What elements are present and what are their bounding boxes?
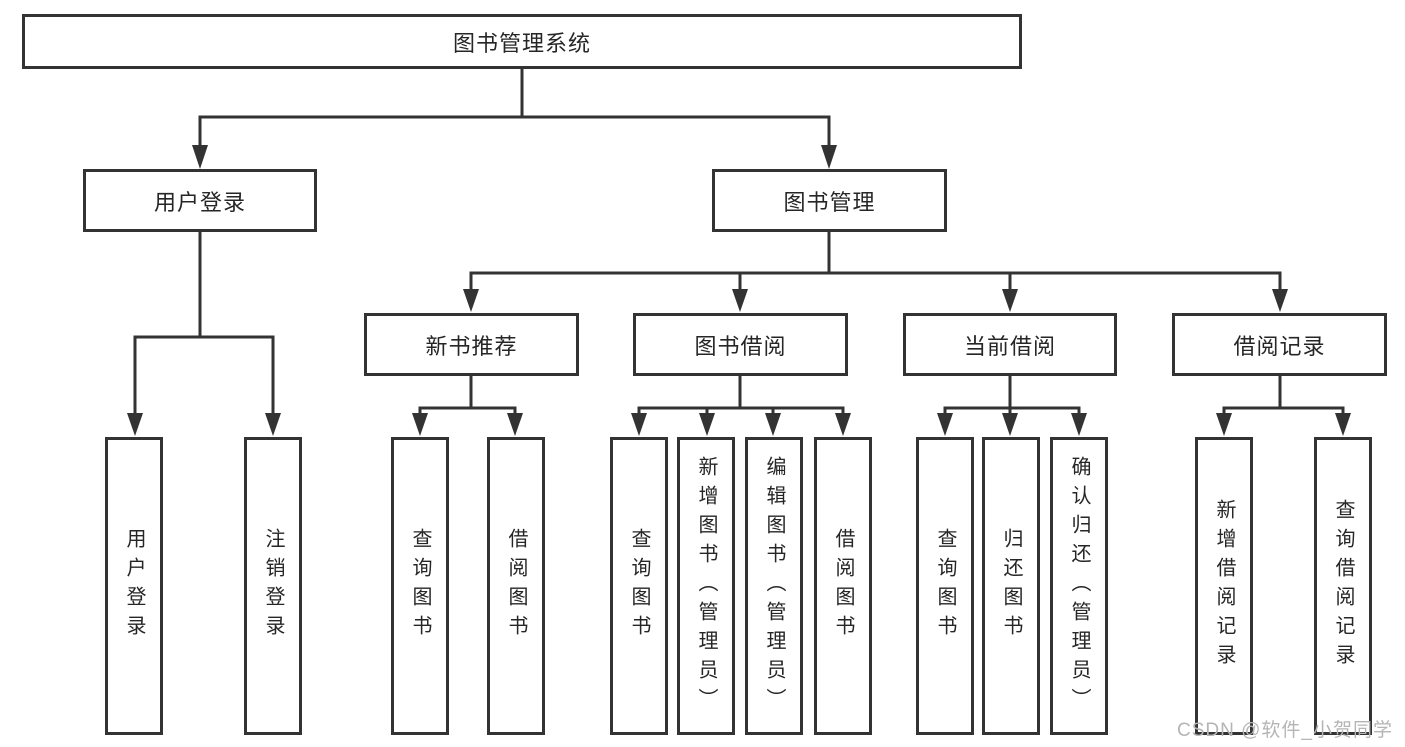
node-book-management: 图书管理	[712, 169, 947, 232]
connector-book-management	[469, 232, 1282, 292]
node-new-book-recommend: 新书推荐	[364, 313, 579, 376]
leaf-query-books-recommend: 查询图书	[391, 437, 449, 735]
arrow-down-icons	[127, 145, 1351, 436]
leaf-user-login: 用户登录	[105, 437, 163, 735]
leaf-query-borrow-record: 查询借阅记录	[1314, 437, 1372, 735]
leaf-confirm-return-admin: 确认归还（管理员）	[1050, 437, 1108, 735]
leaf-borrow-books-recommend: 借阅图书	[487, 437, 545, 735]
node-user-login: 用户登录	[83, 169, 317, 232]
node-current-borrowing: 当前借阅	[903, 313, 1117, 376]
leaf-edit-book-admin: 编辑图书（管理员）	[745, 437, 803, 735]
node-book-borrowing: 图书借阅	[633, 313, 848, 376]
leaf-logout: 注销登录	[244, 437, 302, 735]
leaf-query-books-borrow: 查询图书	[610, 437, 668, 735]
leaf-add-borrow-record: 新增借阅记录	[1195, 437, 1253, 735]
leaf-borrow-books: 借阅图书	[814, 437, 872, 735]
leaf-query-books-current: 查询图书	[916, 437, 974, 735]
node-root-library-system: 图书管理系统	[22, 14, 1022, 69]
connector-new-book	[418, 376, 517, 416]
connector-current-borrow	[943, 376, 1081, 416]
node-borrowing-records: 借阅记录	[1172, 313, 1387, 376]
leaf-add-book-admin: 新增图书（管理员）	[677, 437, 735, 735]
connector-user-login	[133, 232, 275, 416]
connector-borrow-records	[1222, 376, 1345, 416]
csdn-watermark: CSDN @软件_小贺同学	[1177, 720, 1393, 741]
leaf-return-books: 归还图书	[982, 437, 1040, 735]
connector-book-borrow	[637, 376, 845, 416]
connector-root	[198, 69, 831, 150]
